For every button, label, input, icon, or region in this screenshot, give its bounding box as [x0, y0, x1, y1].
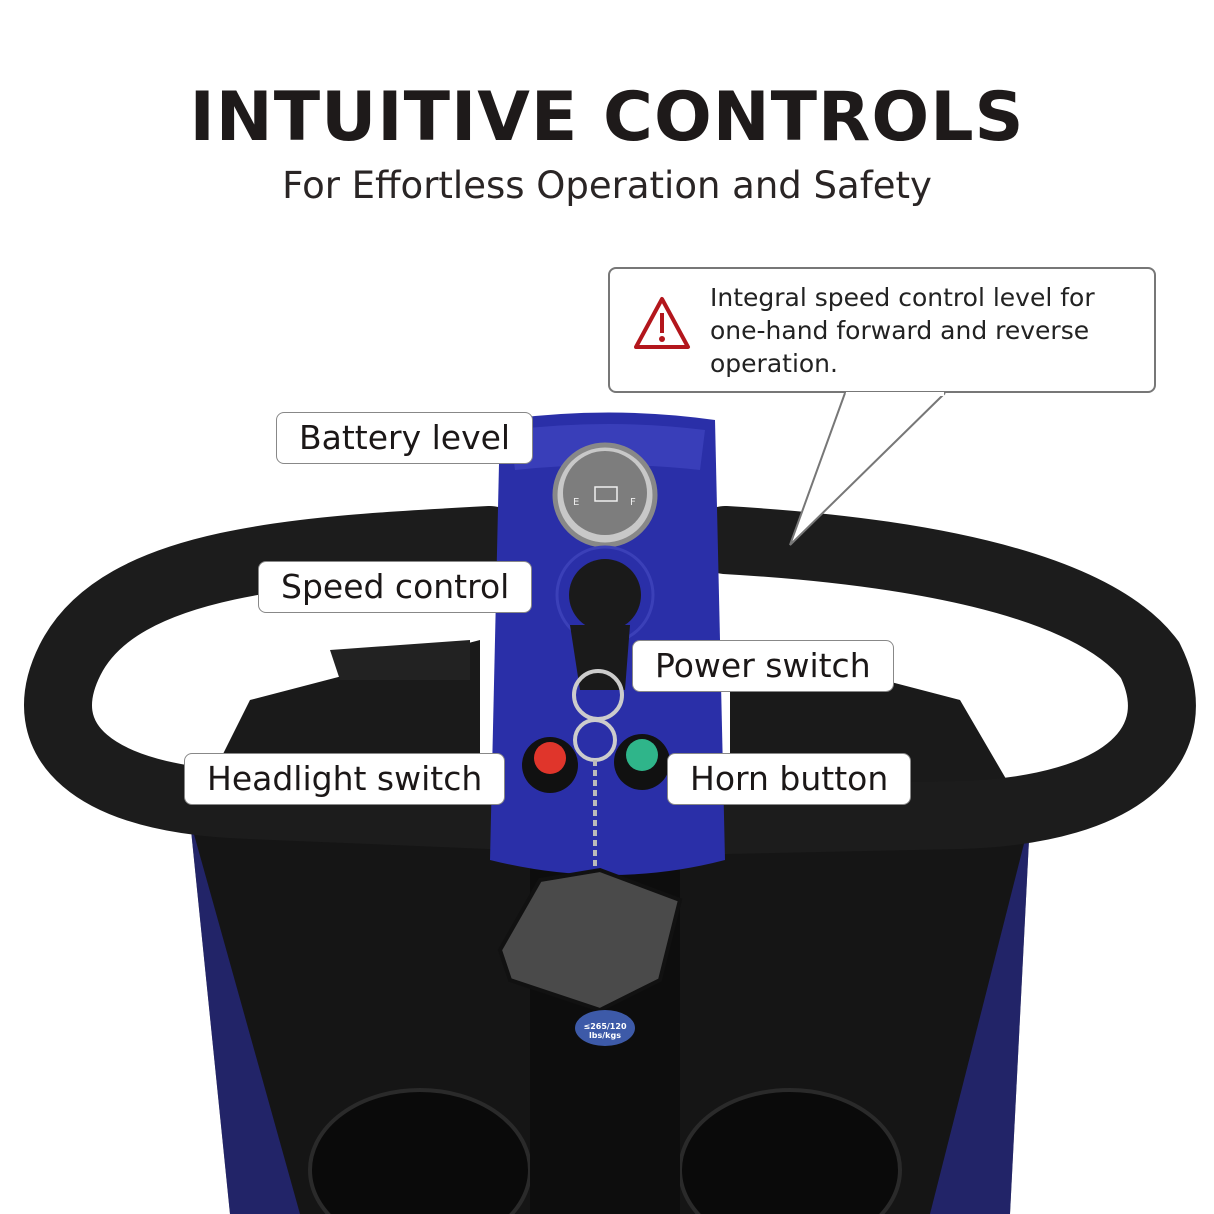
horn-button	[626, 739, 658, 771]
warning-triangle-icon	[634, 297, 690, 349]
label-headlight-switch: Headlight switch	[184, 753, 506, 805]
label-horn-button: Horn button	[667, 753, 912, 805]
speed-knob	[569, 559, 641, 631]
gauge-full-label: F	[630, 497, 636, 508]
gauge-empty-label: E	[573, 497, 579, 508]
headlight-button	[534, 742, 566, 774]
label-speed-control: Speed control	[258, 561, 533, 613]
key-fob	[497, 867, 683, 1013]
label-power-switch: Power switch	[632, 640, 894, 692]
speed-lever-callout: Integral speed control level for one-han…	[608, 267, 1156, 393]
page-subtitle: For Effortless Operation and Safety	[282, 164, 932, 207]
callout-text: Integral speed control level for one-han…	[710, 283, 1095, 378]
weight-capacity-text: ≤265/120 lbs/kgs	[583, 1022, 627, 1040]
handlebar	[24, 506, 1196, 854]
page-title: INTUITIVE CONTROLS	[189, 78, 1025, 157]
battery-icon	[594, 486, 618, 502]
label-battery-level: Battery level	[276, 412, 534, 464]
weight-capacity-tag	[575, 1010, 635, 1046]
